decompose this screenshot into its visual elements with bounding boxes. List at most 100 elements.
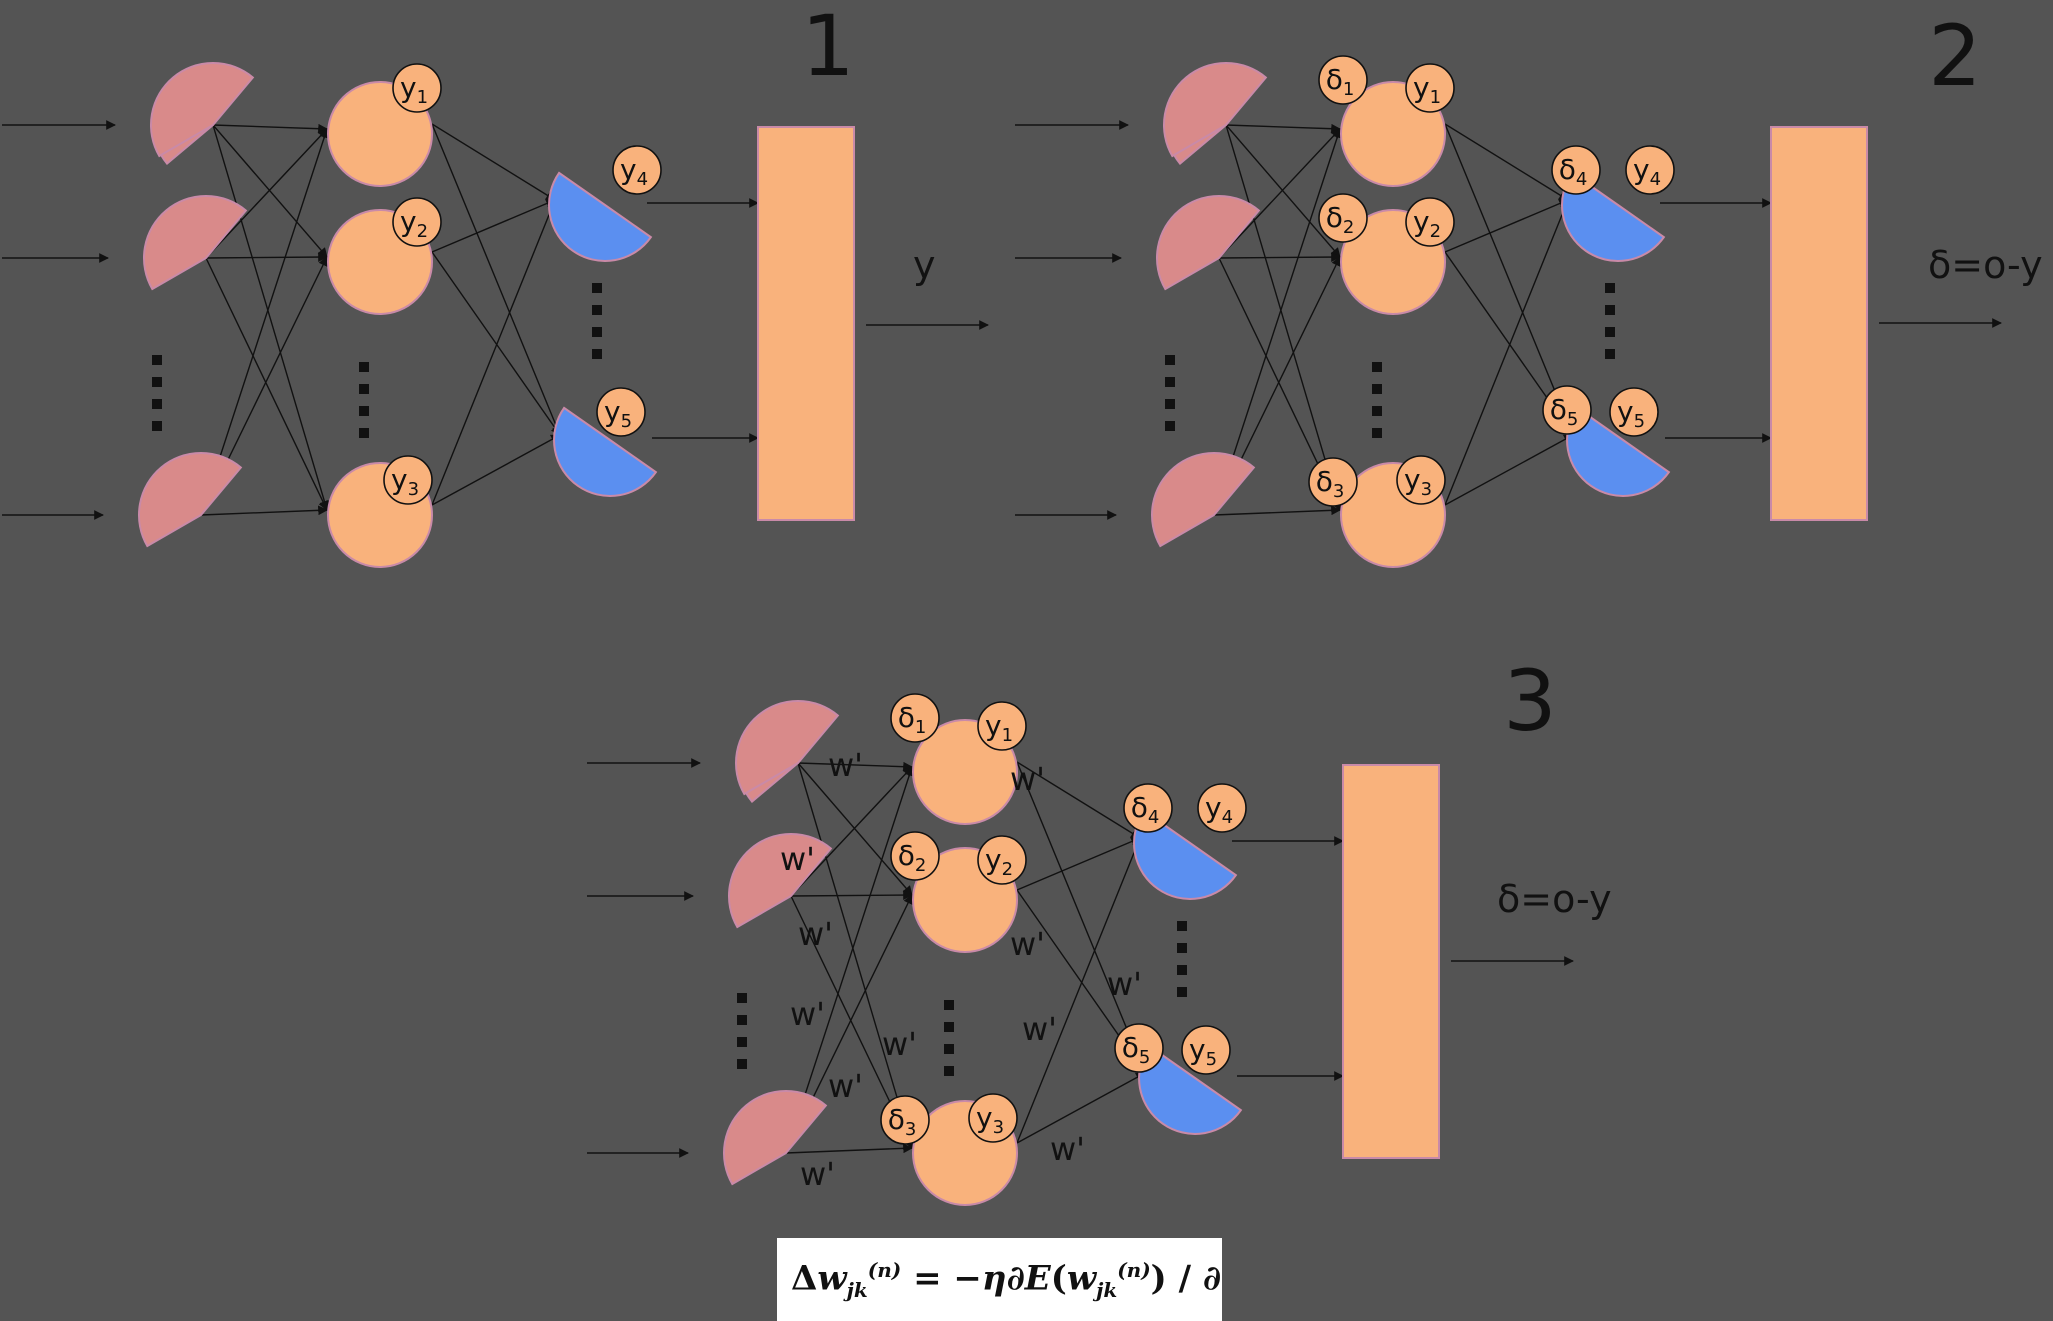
edge-arrow bbox=[431, 123, 556, 201]
output-block bbox=[757, 126, 855, 521]
weight-label-8: w' bbox=[1010, 760, 1045, 798]
ellipsis-dot bbox=[737, 1037, 747, 1047]
input-node-2 bbox=[143, 195, 248, 291]
edge-arrow bbox=[1016, 837, 1142, 1144]
edge-arrow bbox=[1016, 761, 1147, 1074]
edge-arrow bbox=[200, 128, 329, 516]
output-node-2 bbox=[553, 406, 658, 497]
weight-label-7: w' bbox=[882, 1025, 917, 1063]
label-y1-text: y1 bbox=[400, 71, 428, 108]
ellipsis-dot bbox=[1605, 305, 1615, 315]
output-block bbox=[1342, 764, 1440, 1159]
label-d2-badge bbox=[1318, 193, 1368, 243]
weight-label-12: w' bbox=[1050, 1130, 1085, 1168]
label-y5-badge bbox=[1181, 1025, 1231, 1075]
label-y3-text: y3 bbox=[1404, 463, 1432, 500]
weight-update-formula: Δwjk(n) = −η∂E(wjk(n)) ∕ ∂wjk(n) bbox=[791, 1258, 1222, 1303]
label-d1-badge bbox=[890, 693, 940, 743]
ellipsis-dot bbox=[1605, 349, 1615, 359]
edge-arrow bbox=[431, 198, 556, 253]
ellipsis-dot bbox=[152, 421, 162, 431]
output-node-1 bbox=[548, 171, 653, 262]
ellipsis-dot bbox=[1177, 987, 1187, 997]
ellipsis-dot bbox=[1177, 965, 1187, 975]
ellipsis-dot bbox=[1165, 377, 1175, 387]
ellipsis-dot bbox=[737, 1015, 747, 1025]
input-node-1 bbox=[1163, 62, 1268, 158]
ellipsis-dot bbox=[592, 283, 602, 293]
label-d4-text: δ4 bbox=[1559, 153, 1588, 190]
edge-arrow bbox=[431, 199, 557, 506]
output-label-3: δ=o-y bbox=[1497, 877, 1612, 921]
edge-arrow bbox=[790, 890, 913, 900]
edge-arrow bbox=[212, 123, 328, 134]
weight-label-2: w' bbox=[780, 840, 815, 878]
ellipsis-dot bbox=[152, 399, 162, 409]
edge-arrow bbox=[785, 766, 914, 1154]
label-d4-badge bbox=[1551, 145, 1601, 195]
ellipsis-dot bbox=[152, 377, 162, 387]
edge-arrow bbox=[1016, 1072, 1146, 1144]
ellipsis-dot bbox=[1605, 283, 1615, 293]
edge-arrow bbox=[797, 762, 915, 1149]
input-node-3 bbox=[1151, 452, 1256, 548]
edge-arrow bbox=[1213, 128, 1342, 516]
edge-arrow bbox=[1444, 123, 1575, 436]
nodes-layer bbox=[138, 55, 1868, 1206]
edge-arrow bbox=[1225, 123, 1341, 134]
output-node-1 bbox=[1133, 809, 1238, 900]
label-y1-badge bbox=[977, 701, 1027, 751]
edge-arrow bbox=[1444, 434, 1574, 506]
label-y2-text: y2 bbox=[985, 843, 1013, 880]
label-d2-text: δ2 bbox=[1326, 201, 1355, 238]
edge-arrow bbox=[431, 434, 561, 506]
ellipsis-dot bbox=[359, 406, 369, 416]
edge-arrow bbox=[205, 257, 328, 511]
label-y3-badge bbox=[968, 1093, 1018, 1143]
ellipsis-dot bbox=[152, 355, 162, 365]
ellipsis-dot bbox=[592, 327, 602, 337]
weight-label-1: w' bbox=[828, 746, 863, 784]
label-y2-badge bbox=[392, 197, 442, 247]
label-y5-badge bbox=[1609, 387, 1659, 437]
ellipsis-dot bbox=[1372, 428, 1382, 438]
input-node-3 bbox=[723, 1090, 828, 1186]
output-block bbox=[1770, 126, 1868, 521]
label-d3-text: δ3 bbox=[1316, 465, 1345, 502]
input-node-2 bbox=[728, 833, 833, 929]
edge-arrow bbox=[1016, 761, 1141, 839]
ellipsis-dot bbox=[1372, 384, 1382, 394]
weight-label-11: w' bbox=[1022, 1010, 1057, 1048]
label-y3-badge bbox=[1396, 455, 1446, 505]
edge-arrow bbox=[205, 252, 328, 262]
edge-arrow bbox=[797, 762, 913, 896]
ellipsis-dot bbox=[944, 1044, 954, 1054]
ellipsis-dot bbox=[359, 428, 369, 438]
input-node-1 bbox=[150, 62, 255, 158]
weight-label-5: w' bbox=[828, 1067, 863, 1105]
ellipsis-dot bbox=[1165, 355, 1175, 365]
ellipsis-dot bbox=[1372, 362, 1382, 372]
label-d5-badge bbox=[1542, 385, 1592, 435]
label-d5-badge bbox=[1114, 1023, 1164, 1073]
output-label-1: y bbox=[913, 243, 936, 287]
edge-arrow bbox=[1225, 124, 1341, 258]
formula-box: Δwjk(n) = −η∂E(wjk(n)) ∕ ∂wjk(n) bbox=[777, 1238, 1222, 1321]
edges-layer bbox=[2, 120, 2002, 1158]
ellipsis-dot bbox=[737, 1059, 747, 1069]
label-y1-badge bbox=[1405, 63, 1455, 113]
text-layer: y1y2y3y4y51yy1y2y3y4y5δ1δ2δ3δ4δ52δ=o-yy1… bbox=[391, 0, 2043, 1193]
label-y4-badge bbox=[1625, 145, 1675, 195]
edge-arrow bbox=[205, 128, 328, 259]
label-d3-badge bbox=[1308, 457, 1358, 507]
edge-arrow bbox=[1444, 198, 1569, 253]
label-y1-badge bbox=[392, 63, 442, 113]
ellipsis-dot bbox=[737, 993, 747, 1003]
input-node-3 bbox=[138, 452, 243, 548]
edge-arrow bbox=[1218, 128, 1341, 259]
input-node-2 bbox=[1156, 195, 1261, 291]
edge-arrow bbox=[212, 124, 330, 511]
ellipsis-dot bbox=[592, 305, 602, 315]
edge-arrow bbox=[797, 761, 913, 772]
panel-number-1: 1 bbox=[801, 0, 854, 95]
